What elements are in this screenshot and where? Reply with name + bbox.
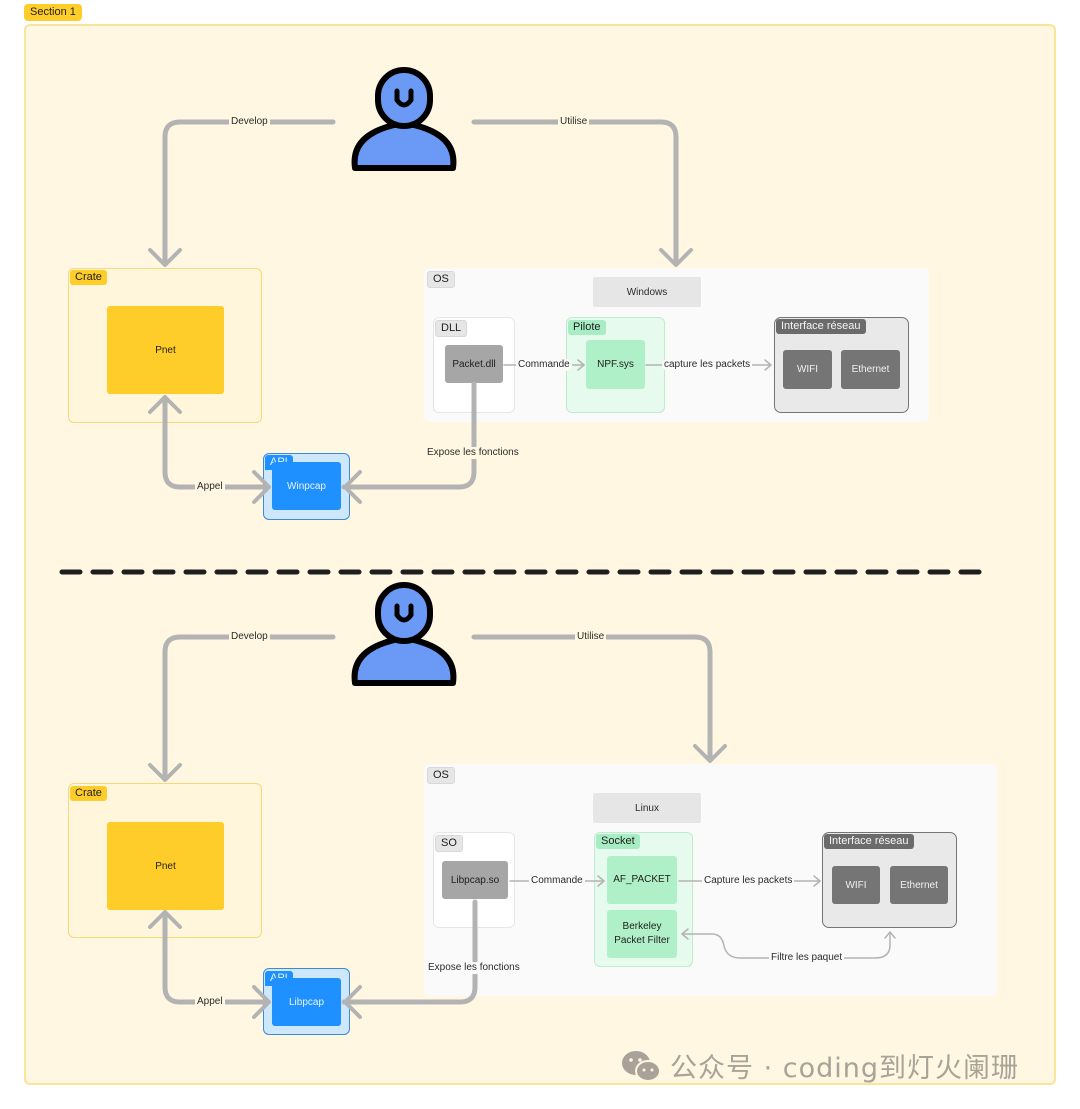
edge-label-utilise: Utilise [558,116,590,128]
dll-tag: DLL [435,320,468,337]
winpcap-node[interactable]: Winpcap [272,462,341,510]
pnet-node[interactable]: Pnet [107,306,224,394]
npf-sys-node[interactable]: NPF.sys [586,340,645,389]
edge-label-develop: Develop [229,631,270,643]
ethernet-node[interactable]: Ethernet [841,350,900,389]
crate-tag: Crate [70,786,107,801]
edge-label-develop: Develop [229,116,270,128]
edge-label-expose: Expose les fonctions [426,962,522,974]
edge-label-commande: Commande [529,875,585,887]
edge-label-appel: Appel [195,996,225,1008]
edge-label-expose: Expose les fonctions [425,447,521,459]
bpf-node[interactable]: Berkeley Packet Filter [607,910,677,958]
edge-label-utilise: Utilise [575,631,607,643]
edge-label-filtre: Filtre les paquet [769,952,845,964]
packet-dll-node[interactable]: Packet.dll [445,345,503,383]
section-tag[interactable]: Section 1 [24,4,82,21]
ethernet-node[interactable]: Ethernet [890,866,948,904]
os-tag: OS [427,767,455,784]
platform-label[interactable]: Linux [593,793,701,823]
os-tag: OS [427,271,455,288]
wifi-node[interactable]: WIFI [832,866,880,904]
pilote-tag: Pilote [568,320,606,335]
socket-tag: Socket [596,834,640,849]
interface-reseau-tag: Interface réseau [824,834,914,849]
libpcap-node[interactable]: Libpcap [272,978,341,1026]
watermark: 公众号 · coding到灯火阑珊 [620,1046,1019,1085]
bpf-line-2: Packet Filter [614,935,670,946]
watermark-text: 公众号 · coding到灯火阑珊 [670,1053,1020,1084]
edge-label-appel: Appel [195,481,225,493]
so-tag: SO [435,835,463,852]
af-packet-node[interactable]: AF_PACKET [607,856,677,904]
edge-label-capture: capture les packets [662,359,753,371]
interface-reseau-tag: Interface réseau [776,319,866,334]
pnet-node[interactable]: Pnet [107,822,224,910]
platform-label[interactable]: Windows [593,277,701,307]
libpcap-so-node[interactable]: Libpcap.so [442,861,508,899]
crate-tag: Crate [70,270,107,285]
edge-label-commande: Commande [516,359,572,371]
wifi-node[interactable]: WIFI [783,350,832,389]
wechat-icon [622,1050,661,1082]
bpf-line-1: Berkeley [622,921,662,932]
edge-label-capture: Capture les packets [702,875,795,887]
